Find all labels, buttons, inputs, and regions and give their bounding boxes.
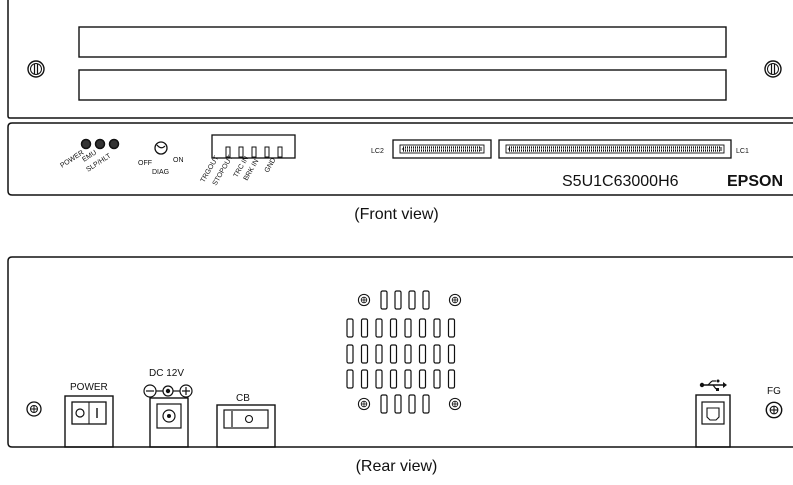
rear-view-caption: (Rear view) <box>355 458 438 475</box>
diag-label: DIAG <box>152 169 169 176</box>
lc1-label: LC1 <box>736 148 749 155</box>
vent-screw-br-icon <box>448 397 462 411</box>
power-off-mark-icon <box>75 408 85 418</box>
vent-slot <box>408 394 416 414</box>
pin-header-frame <box>211 134 296 159</box>
vent-slot <box>360 369 369 389</box>
indicator-leds: POWER EMU SLP/HLT <box>59 138 120 174</box>
vent-slot <box>404 318 412 338</box>
vent-slot <box>418 318 427 338</box>
vent-slot <box>418 344 427 364</box>
lc-connectors: LC2 LC1 <box>371 139 749 159</box>
emu-led-icon <box>94 138 106 150</box>
front-screw-right-icon <box>764 60 782 78</box>
pin-label-gnd: GND <box>264 157 278 174</box>
front-slot-lower <box>78 69 727 101</box>
front-slot-upper <box>78 26 727 58</box>
front-cover <box>7 0 793 119</box>
brand-logo: EPSON <box>727 173 783 190</box>
front-panel <box>7 122 793 196</box>
vent-slot <box>346 369 354 389</box>
vent-slot <box>380 394 388 414</box>
model-number: S5U1C63000H6 <box>562 173 679 190</box>
vent-slot <box>375 344 383 364</box>
power-switch-housing <box>64 395 114 448</box>
circuit-breaker <box>216 404 276 448</box>
vent-slot <box>447 344 456 364</box>
dc-input-label: DC 12V <box>149 368 184 379</box>
fg-label: FG <box>767 386 781 397</box>
vent-slot <box>408 290 416 310</box>
vent-slot <box>394 394 402 414</box>
vent-slot <box>389 344 398 364</box>
rear-screw-left-icon <box>26 401 42 417</box>
vent-slot <box>394 290 402 310</box>
header-pin <box>238 146 244 158</box>
fg-terminal-icon <box>765 401 783 419</box>
header-pin <box>225 146 231 158</box>
vent-slot <box>433 318 441 338</box>
diag-switch-icon <box>154 141 168 155</box>
vent-slot <box>389 318 398 338</box>
usb-port <box>695 394 731 448</box>
cb-reset-icon <box>244 414 254 424</box>
dc-polarity-icon <box>143 384 193 398</box>
ventilation-grille <box>346 290 456 414</box>
diag-on-label: ON <box>173 157 184 164</box>
vent-slot <box>404 344 412 364</box>
vent-slot <box>346 318 354 338</box>
lc2-label: LC2 <box>371 148 384 155</box>
pin-header: TRGOUT STOPOUT TRC IN BRK IN GND <box>200 134 296 187</box>
vent-screw-tr-icon <box>448 293 462 307</box>
vent-slot <box>418 369 427 389</box>
vent-slot <box>422 394 430 414</box>
lc2-connector <box>392 139 492 159</box>
header-pin <box>277 146 283 158</box>
header-pin <box>251 146 257 158</box>
vent-slot <box>422 290 430 310</box>
vent-slot <box>360 318 369 338</box>
usb-symbol-icon <box>699 379 727 391</box>
vent-screw-tl-icon <box>357 293 371 307</box>
dc-jack <box>149 397 189 448</box>
rear-view: FG POWER DC 12V CB <box>7 256 793 448</box>
vent-slot <box>389 369 398 389</box>
front-screw-left-icon <box>27 60 45 78</box>
front-view: POWER EMU SLP/HLT OFF ON DIAG TRGOUT STO… <box>7 0 793 196</box>
power-switch-label: POWER <box>70 382 108 393</box>
diag-switch: OFF ON DIAG <box>138 141 184 176</box>
vent-slot <box>380 290 388 310</box>
slp-hlt-led-icon <box>108 138 120 150</box>
diag-off-label: OFF <box>138 160 152 167</box>
vent-slot <box>433 344 441 364</box>
rear-panel <box>7 256 793 448</box>
lc1-connector <box>498 139 732 159</box>
front-view-caption: (Front view) <box>354 206 439 223</box>
vent-slot <box>447 369 456 389</box>
vent-slot <box>346 344 354 364</box>
vent-slot <box>360 344 369 364</box>
power-led-icon <box>80 138 92 150</box>
cb-label: CB <box>236 393 250 404</box>
vent-slot <box>447 318 456 338</box>
vent-slot <box>375 369 383 389</box>
header-pin <box>264 146 270 158</box>
vent-slot <box>375 318 383 338</box>
vent-slot <box>404 369 412 389</box>
vent-screw-bl-icon <box>357 397 371 411</box>
vent-slot <box>433 369 441 389</box>
